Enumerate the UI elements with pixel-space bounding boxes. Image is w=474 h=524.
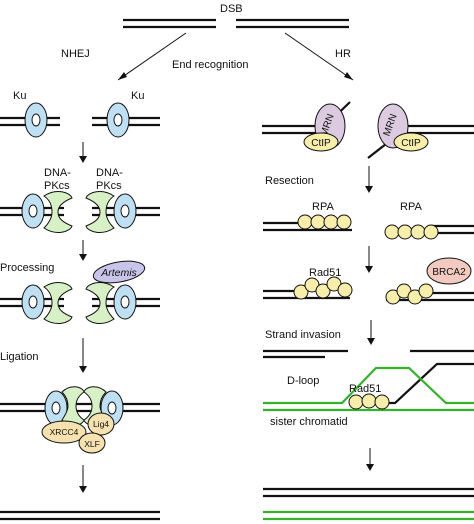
dsb-label: DSB [220,3,243,15]
arrow-nhej-2-head [79,254,87,261]
rpa-cluster-left [297,214,352,230]
lig-ku-left-hole [51,401,61,415]
strand-invasion-label: Strand invasion [265,329,341,341]
arrow-hr-2-head [365,266,373,273]
arrow-nhej-1-head [79,156,87,163]
dsb-dna-right [236,18,349,29]
arrow-to-nhej-head [118,72,127,80]
ctip-right [393,132,429,152]
rad51-bead [315,283,331,299]
lig-dna [0,402,160,413]
hr-rad51-step: Rad51 BRCA2 [263,257,474,305]
rpa-bead [297,214,313,230]
brca2-protein [426,257,472,285]
lig4-protein [87,412,115,436]
rpa-bead [410,224,426,240]
end-recognition-label: End recognition [172,59,248,71]
sister-chromatid-top [263,366,474,405]
hr-mrn-step: MRN CtIP MRN CtIP [262,101,474,193]
pk-ku-right-hole [120,204,130,218]
resection-label: Resection [265,175,314,187]
dnapkcs-right-line2: PKcs [96,180,122,192]
arrow-hr-1-head [365,186,373,193]
rpa-bead [310,214,326,230]
artemis-protein [92,260,146,284]
nhej-ku-step: Ku Ku [0,90,160,163]
xrcc4-label: XRCC4 [50,427,79,437]
nhej-dnapkcs-step: DNA- PKcs DNA- PKcs [0,167,160,261]
rpa-bead [397,224,413,240]
rpa-left-label: RPA [312,201,334,213]
nhej-ligation-step: Ligation XRCC4 Lig4 XLF [0,351,160,521]
rpa-bead [323,214,339,230]
arrow-hr-3-head [367,338,375,345]
lig4-label: Lig4 [93,419,109,429]
rad51-dloop-label: Rad51 [349,383,381,395]
xrcc4-protein [41,420,87,444]
rad51-bead [348,394,364,410]
dsb-dna-left [123,18,216,29]
rad51-dna-right [386,291,474,302]
nhej-repaired-dna [0,510,160,521]
rad51-dloop-filament [348,393,390,410]
rad51-bead [374,394,390,410]
sister-chromatid-label: sister chromatid [270,416,348,428]
rad51-filament-left [293,276,353,300]
nhej-label: NHEJ [61,48,90,60]
rpa-bead [336,214,352,230]
hr-repaired-dna [263,487,474,498]
ku-left-label: Ku [13,90,26,102]
rpa-dna-left [263,221,352,232]
rad51-bead [337,282,353,298]
dna-pkcs-right [85,191,115,233]
rad51-filament-right [385,283,434,305]
dnapkcs-left-line2: PKcs [44,180,70,192]
xlf-protein [78,432,106,454]
rpa-bead [384,224,400,240]
rpa-bead [423,224,439,240]
ctip-left [303,132,339,152]
rad51-bead [293,284,309,300]
ligation-label: Ligation [0,351,39,363]
dna-pkcs-left [43,191,73,233]
lig-ku-right-hole [107,401,117,415]
ctip-left-label: CtIP [311,138,331,149]
rad51-top-label: Rad51 [309,267,341,279]
proc-ku-left-hole [28,295,38,309]
proc-dna-pkcs-right [85,282,115,324]
hr-strand-invasion-step: Strand invasion D-loop Rad51 sister chro… [263,320,474,521]
arrow-to-hr [284,32,354,81]
ku-right-hole [113,113,123,127]
ctip-right-label: CtIP [401,138,421,149]
hr-label: HR [335,48,351,60]
rad51-bead [361,393,377,409]
artemis-label: Artemis [100,267,137,279]
brca2-label: BRCA2 [432,267,466,278]
xlf-label: XLF [84,439,100,449]
ku-left-hole [31,113,41,127]
rpa-right-label: RPA [400,201,422,213]
proc-ku-right-hole [120,295,130,309]
arrow-nhej-3-head [79,366,87,373]
dnapkcs-right-line1: DNA- [96,167,123,179]
hr-resection-step: Resection RPA RPA [263,175,474,273]
arrow-to-hr-head [344,72,353,80]
dsb-section: DSB NHEJ HR End recognition [61,3,354,81]
arrow-hr-4-head [366,464,374,471]
proc-dna-pkcs-left [43,282,73,324]
rad51-dna-left [263,289,350,300]
pk-ku-left-hole [28,204,38,218]
dnapkcs-left-line1: DNA- [44,167,71,179]
d-loop-label: D-loop [287,375,319,387]
arrow-nhej-4-head [79,486,87,493]
ku-right-label: Ku [131,90,144,102]
nhej-processing-step: Processing Artemis [0,260,160,373]
hr-repaired-sister [263,510,474,521]
rpa-cluster-right [384,224,439,240]
rad51-bead [418,283,434,299]
arrow-to-nhej [117,32,187,81]
processing-label: Processing [0,262,54,274]
